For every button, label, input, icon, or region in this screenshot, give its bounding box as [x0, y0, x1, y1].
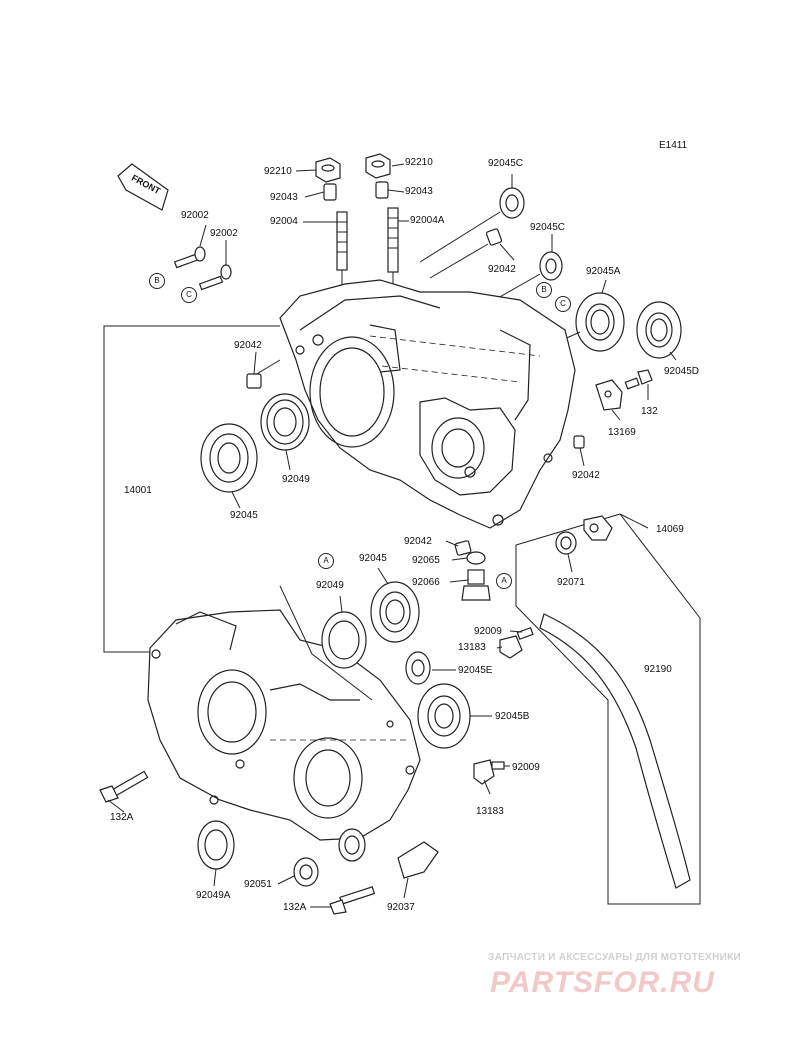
label-92210-right: 92210: [405, 157, 433, 168]
label-92002-right: 92002: [210, 228, 238, 239]
callout-c-left: C: [181, 287, 197, 303]
leader-lines: [107, 163, 677, 908]
dowel-92042-left: [246, 373, 262, 389]
label-13183-upper: 13183: [458, 642, 486, 653]
seal-92049A: [197, 820, 235, 870]
bolt-92009-lower: [491, 761, 505, 770]
label-92043-left: 92043: [270, 192, 298, 203]
label-132: 132: [641, 406, 658, 417]
nut-92210-right: [365, 153, 391, 179]
label-92049A: 92049A: [196, 890, 231, 901]
label-92002-left: 92002: [181, 210, 209, 221]
bolt-132A-left: [99, 770, 149, 803]
label-92045D: 92045D: [664, 366, 700, 377]
guide-92037: [397, 841, 439, 879]
bearing-lower-small: [338, 828, 366, 862]
label-92066: 92066: [412, 577, 440, 588]
label-13169: 13169: [608, 427, 636, 438]
washer-92065: [466, 551, 486, 565]
stud-92004A: [387, 207, 399, 273]
bolt-92002-right: [198, 264, 232, 291]
label-14069: 14069: [656, 524, 684, 535]
seal-92049-mid: [321, 611, 367, 669]
bolt-132-right: [624, 369, 653, 390]
label-92049-top: 92049: [282, 474, 310, 485]
label-92042-right: 92042: [572, 470, 600, 481]
dowel-92042-mid: [454, 540, 472, 556]
label-92065: 92065: [412, 555, 440, 566]
bolt-92009-upper: [516, 627, 534, 640]
label-92045C-top: 92045C: [488, 158, 524, 169]
bracket-13183-upper: [499, 635, 523, 659]
bushing-92051: [293, 857, 319, 887]
collar-92043-right: [375, 181, 389, 199]
label-92009-lower: 92009: [512, 762, 540, 773]
label-14001: 14001: [124, 485, 152, 496]
collar-92043-left: [323, 183, 337, 201]
callout-b-right: B: [536, 282, 552, 298]
label-92042-top: 92042: [488, 264, 516, 275]
label-92071: 92071: [557, 577, 585, 588]
label-92009-upper: 92009: [474, 626, 502, 637]
callout-a-lower: A: [318, 553, 334, 569]
bearing-92045C-mid: [539, 251, 563, 281]
label-92045B: 92045B: [495, 711, 530, 722]
front-arrow: FRONT: [117, 163, 169, 211]
label-132A-left: 132A: [110, 812, 134, 823]
dowel-92042-right: [573, 435, 585, 449]
watermark-brand: PARTSFOR.RU: [490, 966, 715, 999]
label-92190: 92190: [644, 664, 672, 675]
label-92004: 92004: [270, 216, 298, 227]
crankcase-right-half: [279, 279, 576, 529]
stud-92004: [336, 211, 348, 271]
bolt-132A-bottom: [329, 886, 376, 915]
label-92045A: 92045A: [586, 266, 621, 277]
label-92042-left: 92042: [234, 340, 262, 351]
label-92045C-mid: 92045C: [530, 222, 566, 233]
plug-92066: [461, 569, 491, 601]
bearing-92045-left: [200, 423, 258, 493]
label-92042-mid: 92042: [404, 536, 432, 547]
label-13183-lower: 13183: [476, 806, 504, 817]
callout-c-right: C: [555, 296, 571, 312]
label-92049-mid: 92049: [316, 580, 344, 591]
watermark-tagline: ЗАПЧАСТИ И АКСЕССУАРЫ ДЛЯ МОТОТЕХНИКИ: [488, 952, 741, 963]
label-92004A: 92004A: [410, 215, 445, 226]
label-92037: 92037: [387, 902, 415, 913]
dowel-92042-top: [485, 228, 503, 246]
label-132A-bottom: 132A: [283, 902, 307, 913]
label-92045-left: 92045: [230, 510, 258, 521]
bearing-92045B: [417, 683, 471, 749]
bearing-92045D: [636, 301, 682, 359]
label-92045E: 92045E: [458, 665, 493, 676]
elbow-14069: [583, 515, 613, 541]
label-92045-mid: 92045: [359, 553, 387, 564]
label-92043-right: 92043: [405, 186, 433, 197]
label-92051: 92051: [244, 879, 272, 890]
bracket-13183-lower: [473, 759, 495, 785]
callout-b-left: B: [149, 273, 165, 289]
seal-92049-top: [260, 393, 310, 451]
hose-92190: [539, 613, 691, 889]
fitting-92071: [555, 531, 577, 555]
callout-a-right: A: [496, 573, 512, 589]
bolt-92002-left: [173, 246, 206, 269]
bearing-92045C-top: [499, 187, 525, 219]
bearing-92045E: [405, 651, 431, 685]
crankcase-left-half: [147, 609, 421, 841]
nut-92210-left: [315, 157, 341, 183]
bracket-13169: [595, 379, 623, 411]
diagram-code: E1411: [659, 140, 688, 151]
bearing-92045A: [575, 292, 625, 352]
bearing-92045-mid: [370, 581, 420, 643]
label-92210-left: 92210: [264, 166, 292, 177]
